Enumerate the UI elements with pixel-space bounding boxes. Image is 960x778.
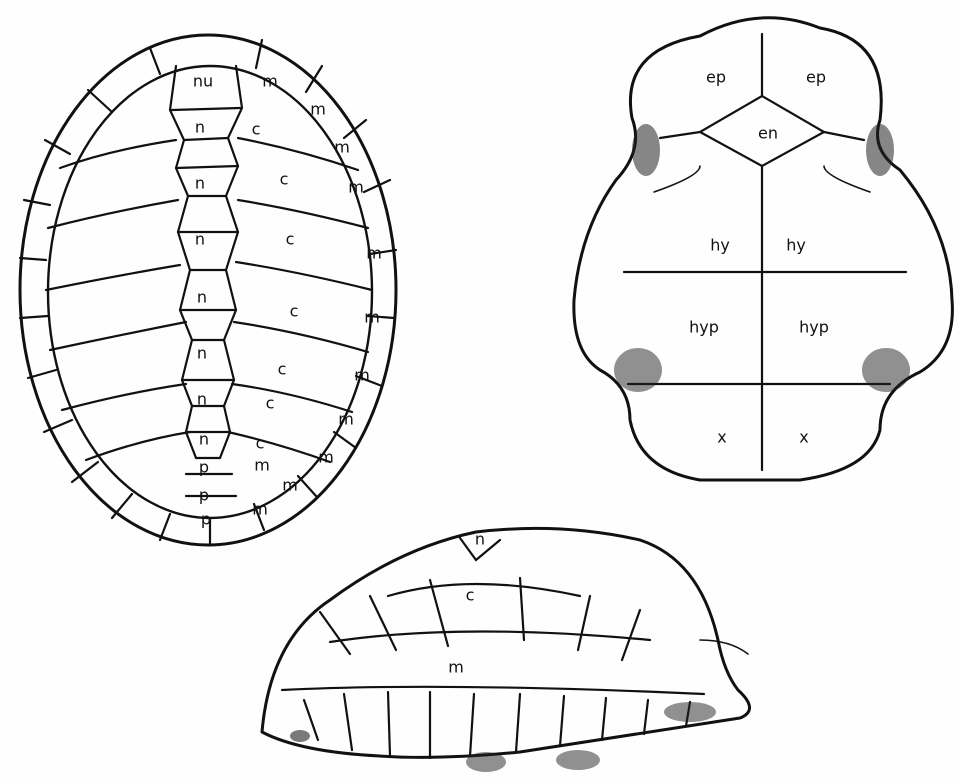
label-c-1: c (252, 120, 261, 139)
label-m-6: m (364, 308, 380, 327)
label-side-n: n (475, 530, 485, 549)
label-m-8: m (338, 410, 354, 429)
label-m-1: m (262, 72, 278, 91)
label-m-3: m (334, 138, 350, 157)
label-en: en (758, 124, 778, 143)
label-m-2: m (310, 100, 326, 119)
label-m-9: m (318, 448, 334, 467)
label-c-5: c (278, 360, 287, 379)
label-m-10: m (254, 456, 270, 475)
label-n-4: n (197, 288, 207, 307)
label-p-3: p (201, 510, 211, 529)
label-side-c: c (466, 586, 475, 605)
label-x-left: x (717, 428, 726, 447)
label-m-5: m (366, 244, 382, 263)
label-m-7: m (354, 366, 370, 385)
label-hy-right: hy (786, 236, 806, 255)
label-m-4: m (348, 178, 364, 197)
label-n-1: n (195, 118, 205, 137)
label-m-12: m (252, 500, 268, 519)
label-nu: nu (193, 72, 213, 91)
label-m-11: m (282, 476, 298, 495)
label-n-6: n (197, 390, 207, 409)
label-c-6: c (266, 394, 275, 413)
label-x-right: x (799, 428, 808, 447)
label-n-3: n (195, 230, 205, 249)
label-n-7: n (199, 430, 209, 449)
label-n-2: n (195, 174, 205, 193)
label-c-4: c (290, 302, 299, 321)
label-side-m: m (448, 658, 464, 677)
label-p-2: p (199, 486, 209, 505)
label-hyp-right: hyp (799, 318, 829, 337)
label-n-5: n (197, 344, 207, 363)
label-hy-left: hy (710, 236, 730, 255)
label-ep-right: ep (806, 68, 826, 87)
label-c-2: c (280, 170, 289, 189)
label-p-1: p (199, 458, 209, 477)
label-c-3: c (286, 230, 295, 249)
label-c-7: c (256, 434, 265, 453)
label-ep-left: ep (706, 68, 726, 87)
label-hyp-left: hyp (689, 318, 719, 337)
